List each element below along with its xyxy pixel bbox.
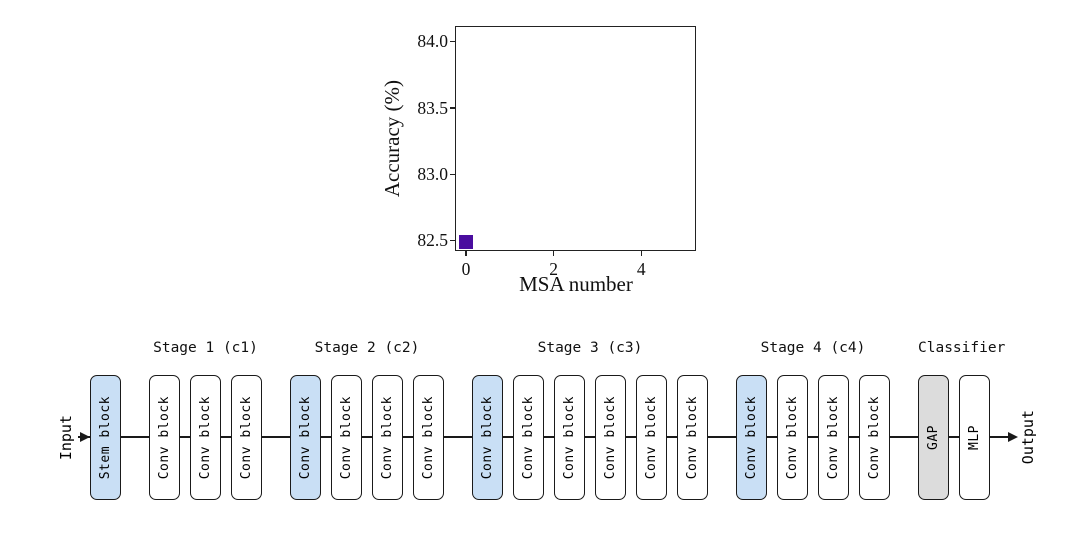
conv-block: Conv block [472, 375, 503, 500]
y-tick-label: 84.0 [417, 31, 448, 52]
conv-block: Conv block [413, 375, 444, 500]
conv-block-label: Conv block [644, 395, 659, 480]
stem-block: Stem block [90, 375, 121, 500]
input-label: Input [56, 375, 76, 500]
input-label-text: Input [57, 414, 75, 461]
conv-block: Conv block [190, 375, 221, 500]
conv-block: Conv block [818, 375, 849, 500]
x-tick-label: 2 [549, 259, 558, 279]
stage-label: Stage 1 (c1) [153, 340, 258, 356]
gap-block: GAP [918, 375, 949, 500]
stage-label: Stage 2 (c2) [314, 340, 420, 356]
conv-block-label: Conv block [867, 395, 882, 480]
conv-block-label: Conv block [157, 395, 172, 480]
gap-block-label: GAP [926, 425, 941, 450]
y-tick-mark [450, 41, 455, 43]
mlp-block: MLP [959, 375, 990, 500]
conv-block-label: Conv block [298, 395, 313, 480]
x-tick-mark [465, 251, 467, 256]
stage-label: Stage 3 (c3) [537, 340, 643, 356]
output-arrow-icon [1008, 432, 1018, 442]
y-tick-label: 83.5 [417, 97, 448, 118]
conv-block: Conv block [677, 375, 708, 500]
y-tick-mark [450, 173, 455, 175]
conv-block: Conv block [372, 375, 403, 500]
conv-block-label: Conv block [380, 395, 395, 480]
conv-block: Conv block [595, 375, 626, 500]
stage-label: Stage 4 (c4) [760, 340, 866, 356]
connector-line [78, 436, 1010, 438]
conv-block-label: Conv block [521, 395, 536, 480]
y-tick-mark [450, 107, 455, 109]
output-label: Output [1018, 375, 1038, 500]
x-tick-mark [640, 251, 642, 256]
conv-block-label: Conv block [785, 395, 800, 480]
conv-block-label: Conv block [685, 395, 700, 480]
conv-block: Conv block [859, 375, 890, 500]
conv-block-label: Conv block [239, 395, 254, 480]
conv-block: Conv block [636, 375, 667, 500]
y-tick-label: 82.5 [417, 229, 448, 250]
data-point-marker [458, 234, 473, 249]
conv-block: Conv block [777, 375, 808, 500]
output-label-text: Output [1019, 410, 1037, 465]
conv-block: Conv block [554, 375, 585, 500]
chart-plot-area [455, 26, 696, 251]
conv-block: Conv block [736, 375, 767, 500]
conv-block: Conv block [149, 375, 180, 500]
conv-block-label: Conv block [198, 395, 213, 480]
y-tick-label: 83.0 [417, 163, 448, 184]
x-tick-label: 0 [461, 259, 471, 279]
stem-block-label: Stem block [98, 395, 113, 480]
stage-label: Classifier [918, 340, 1006, 356]
conv-block-label: Conv block [744, 395, 759, 480]
conv-block-label: Conv block [421, 395, 436, 480]
conv-block: Conv block [290, 375, 321, 500]
input-arrow-icon [80, 432, 90, 442]
x-axis-label: MSA number [519, 272, 633, 296]
conv-block-label: Conv block [480, 395, 495, 480]
conv-block: Conv block [513, 375, 544, 500]
conv-block-label: Conv block [562, 395, 577, 480]
x-tick-mark [552, 251, 555, 256]
mlp-block-label: MLP [967, 425, 982, 450]
x-tick-label: 4 [636, 259, 646, 279]
y-tick-mark [450, 239, 455, 241]
conv-block: Conv block [331, 375, 362, 500]
conv-block-label: Conv block [826, 395, 841, 480]
conv-block: Conv block [231, 375, 262, 500]
conv-block-label: Conv block [603, 395, 618, 480]
conv-block-label: Conv block [339, 395, 354, 480]
